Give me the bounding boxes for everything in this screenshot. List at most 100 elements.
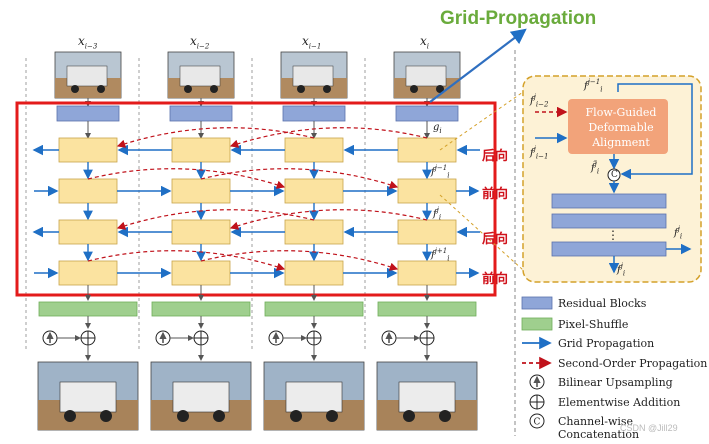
output-frame-cart <box>59 381 117 413</box>
detail-connector <box>439 91 524 151</box>
legend-label-grid-propagation: Grid Propagation <box>558 337 655 350</box>
diagram-title: Grid-Propagation <box>440 8 597 29</box>
legend-label-residual: Residual Blocks <box>558 297 647 310</box>
feature-label-f-cur: fji <box>433 206 442 222</box>
second-order-arc <box>87 250 286 271</box>
propagation-block <box>171 178 231 204</box>
input-frame-wheel <box>210 85 218 93</box>
output-frame-wheel <box>213 410 225 422</box>
direction-label-1: 后向 <box>482 149 509 164</box>
output-frame-cart <box>398 381 456 413</box>
legend-label-second-order: Second-Order Propagation <box>558 357 708 370</box>
propagation-block <box>171 219 231 245</box>
input-frame-wheel <box>97 85 105 93</box>
legend-residual-icon <box>521 296 553 310</box>
output-frame-wheel <box>64 410 76 422</box>
fgda-module-label: Flow-Guided Deformable Alignment <box>585 106 657 149</box>
residual-block <box>395 105 459 122</box>
input-frame-wheel <box>436 85 444 93</box>
detail-input-a-label: fji−2 <box>530 93 549 109</box>
detail-input-top-label: fj−1i <box>584 78 603 94</box>
concat-symbol-label: C <box>611 170 618 180</box>
second-order-arc <box>87 168 286 189</box>
propagation-block <box>397 137 457 163</box>
output-frame-wheel <box>326 410 338 422</box>
pixel-shuffle-block <box>377 301 477 317</box>
propagation-block <box>58 137 118 163</box>
input-frame-cart <box>292 65 334 87</box>
output-frame-wheel <box>403 410 415 422</box>
propagation-block <box>171 137 231 163</box>
feature-label-g: gi <box>433 122 442 135</box>
output-frame-wheel <box>439 410 451 422</box>
frame-label-3: xi−1 <box>302 34 322 51</box>
output-frame-wheel <box>100 410 112 422</box>
detail-hat-label: f̂ji <box>591 160 600 176</box>
propagation-block <box>284 219 344 245</box>
second-order-arc <box>116 127 315 148</box>
input-frame-wheel <box>184 85 192 93</box>
legend-label-addition: Elementwise Addition <box>558 396 681 409</box>
propagation-block <box>58 178 118 204</box>
title-pointer-arrow <box>429 28 527 103</box>
pixel-shuffle-block <box>264 301 364 317</box>
fgda-module <box>568 99 668 154</box>
legend-concat-icon <box>529 413 545 429</box>
frame-label-4: xi <box>420 34 430 51</box>
feature-label-f-next: fj+1i <box>431 247 450 263</box>
input-frame-cart <box>179 65 221 87</box>
direction-label-4: 前向 <box>482 272 509 287</box>
fgda-skip-path <box>617 83 693 180</box>
input-frame-wheel <box>410 85 418 93</box>
residual-block <box>169 105 233 122</box>
residual-block <box>56 105 120 122</box>
legend-pixel-shuffle-icon <box>521 317 553 331</box>
input-frame-wheel <box>71 85 79 93</box>
frame-label-2: xi−2 <box>190 34 210 51</box>
watermark: CSDN @Jill29 <box>620 423 678 433</box>
propagation-block <box>58 260 118 286</box>
detail-residual-block <box>551 213 667 229</box>
detail-output-bottom-label: fji <box>617 262 626 278</box>
legend-label-concatenation: Channel-wise Concatenation <box>558 415 640 441</box>
propagation-block <box>284 178 344 204</box>
propagation-block <box>284 137 344 163</box>
legend-label-pixel-shuffle: Pixel-Shuffle <box>558 318 629 331</box>
direction-label-3: 后向 <box>482 232 509 247</box>
output-frame-cart <box>285 381 343 413</box>
propagation-block <box>284 260 344 286</box>
detail-residual-block <box>551 193 667 209</box>
highlight-box <box>15 101 497 297</box>
propagation-block <box>397 219 457 245</box>
second-order-arc <box>229 127 428 148</box>
output-frame-wheel <box>290 410 302 422</box>
propagation-block <box>58 219 118 245</box>
detail-residual-block <box>551 241 667 257</box>
input-frame-wheel <box>323 85 331 93</box>
detail-connector <box>439 194 524 271</box>
propagation-block <box>171 260 231 286</box>
propagation-block <box>397 260 457 286</box>
input-frame-cart <box>66 65 108 87</box>
input-frame-cart <box>405 65 447 87</box>
feature-label-f-prev: fj−1i <box>431 164 450 180</box>
detail-dots: ⋮ <box>607 228 619 242</box>
second-order-arc <box>200 168 399 189</box>
second-order-arc <box>200 250 399 271</box>
pixel-shuffle-block <box>151 301 251 317</box>
second-order-arc <box>229 209 428 230</box>
input-frame-wheel <box>297 85 305 93</box>
output-frame-cart <box>172 381 230 413</box>
detail-output-right-label: fji <box>674 225 683 241</box>
direction-label-2: 前向 <box>482 187 509 202</box>
legend-concat-glyph: C <box>534 418 541 428</box>
frame-label-1: xi−3 <box>78 34 98 51</box>
detail-input-b-label: fji−1 <box>530 145 549 161</box>
pixel-shuffle-block <box>38 301 138 317</box>
output-frame-wheel <box>177 410 189 422</box>
residual-block <box>282 105 346 122</box>
legend-label-upsampling: Bilinear Upsampling <box>558 376 673 389</box>
propagation-block <box>397 178 457 204</box>
